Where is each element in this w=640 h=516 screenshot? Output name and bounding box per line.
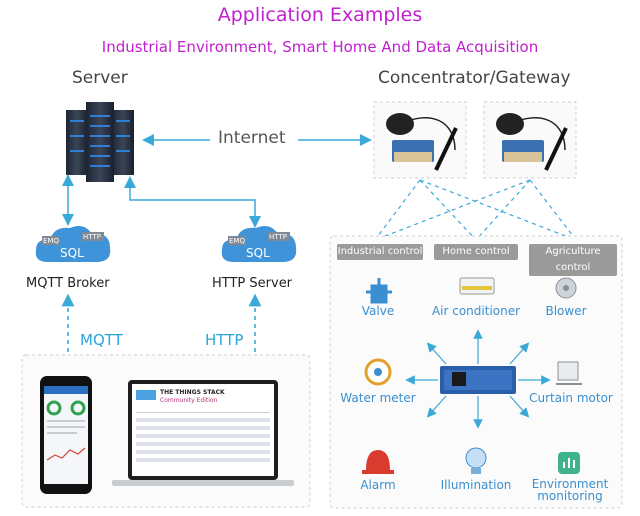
- valve-icon: [366, 278, 392, 304]
- laptop-edition: Community Edition: [160, 397, 218, 404]
- mqtt-broker-label: MQTT Broker: [26, 276, 110, 291]
- laptop-icon: [112, 380, 294, 486]
- page-subtitle: Industrial Environment, Smart Home And D…: [101, 38, 539, 56]
- internet-label: Internet: [218, 128, 286, 148]
- category-industrial: Industrial control: [337, 244, 423, 260]
- water-meter-icon: [364, 358, 392, 386]
- emq-tag: EMQ: [43, 237, 59, 245]
- gateway-heading: Concentrator/Gateway: [378, 68, 571, 88]
- http-tag: HTTP: [83, 233, 101, 241]
- http-server-cloud: EMQ HTTP SQL: [216, 218, 302, 270]
- page-title: Application Examples: [217, 4, 423, 26]
- air-conditioner-icon: [459, 277, 495, 295]
- gateway-device-icon: [386, 113, 458, 171]
- phone-icon: [40, 376, 92, 494]
- laptop-brand: THE THINGS STACK: [160, 389, 225, 396]
- sql-text: SQL: [246, 246, 270, 260]
- mqtt-broker-cloud: EMQ HTTP SQL: [30, 218, 116, 270]
- environment-monitoring-label: Environment monitoring: [531, 477, 609, 503]
- environment-monitoring-icon: [558, 452, 580, 474]
- blower-icon: [555, 277, 577, 299]
- water-meter-label: Water meter: [340, 391, 416, 405]
- curtain-motor-icon: [556, 361, 582, 385]
- http-link-label: HTTP: [205, 331, 244, 349]
- curtain-motor-label: Curtain motor: [529, 391, 613, 405]
- illumination-label: Illumination: [440, 478, 512, 492]
- blower-label: Blower: [545, 304, 587, 318]
- server-rack-icon: [66, 102, 134, 182]
- air-conditioner-label: Air conditioner: [431, 304, 521, 318]
- http-tag: HTTP: [269, 233, 287, 241]
- illumination-icon: [465, 447, 487, 474]
- category-agriculture: Agriculture control: [529, 244, 617, 276]
- alarm-icon: [362, 450, 394, 474]
- server-heading: Server: [72, 68, 128, 88]
- category-home: Home control: [434, 244, 518, 260]
- http-server-label: HTTP Server: [212, 276, 293, 291]
- valve-label: Valve: [361, 304, 395, 318]
- mqtt-link-label: MQTT: [80, 331, 123, 349]
- alarm-label: Alarm: [360, 478, 396, 492]
- sql-text: SQL: [60, 246, 84, 260]
- emq-tag: EMQ: [229, 237, 245, 245]
- gateway-device-icon: [496, 113, 568, 171]
